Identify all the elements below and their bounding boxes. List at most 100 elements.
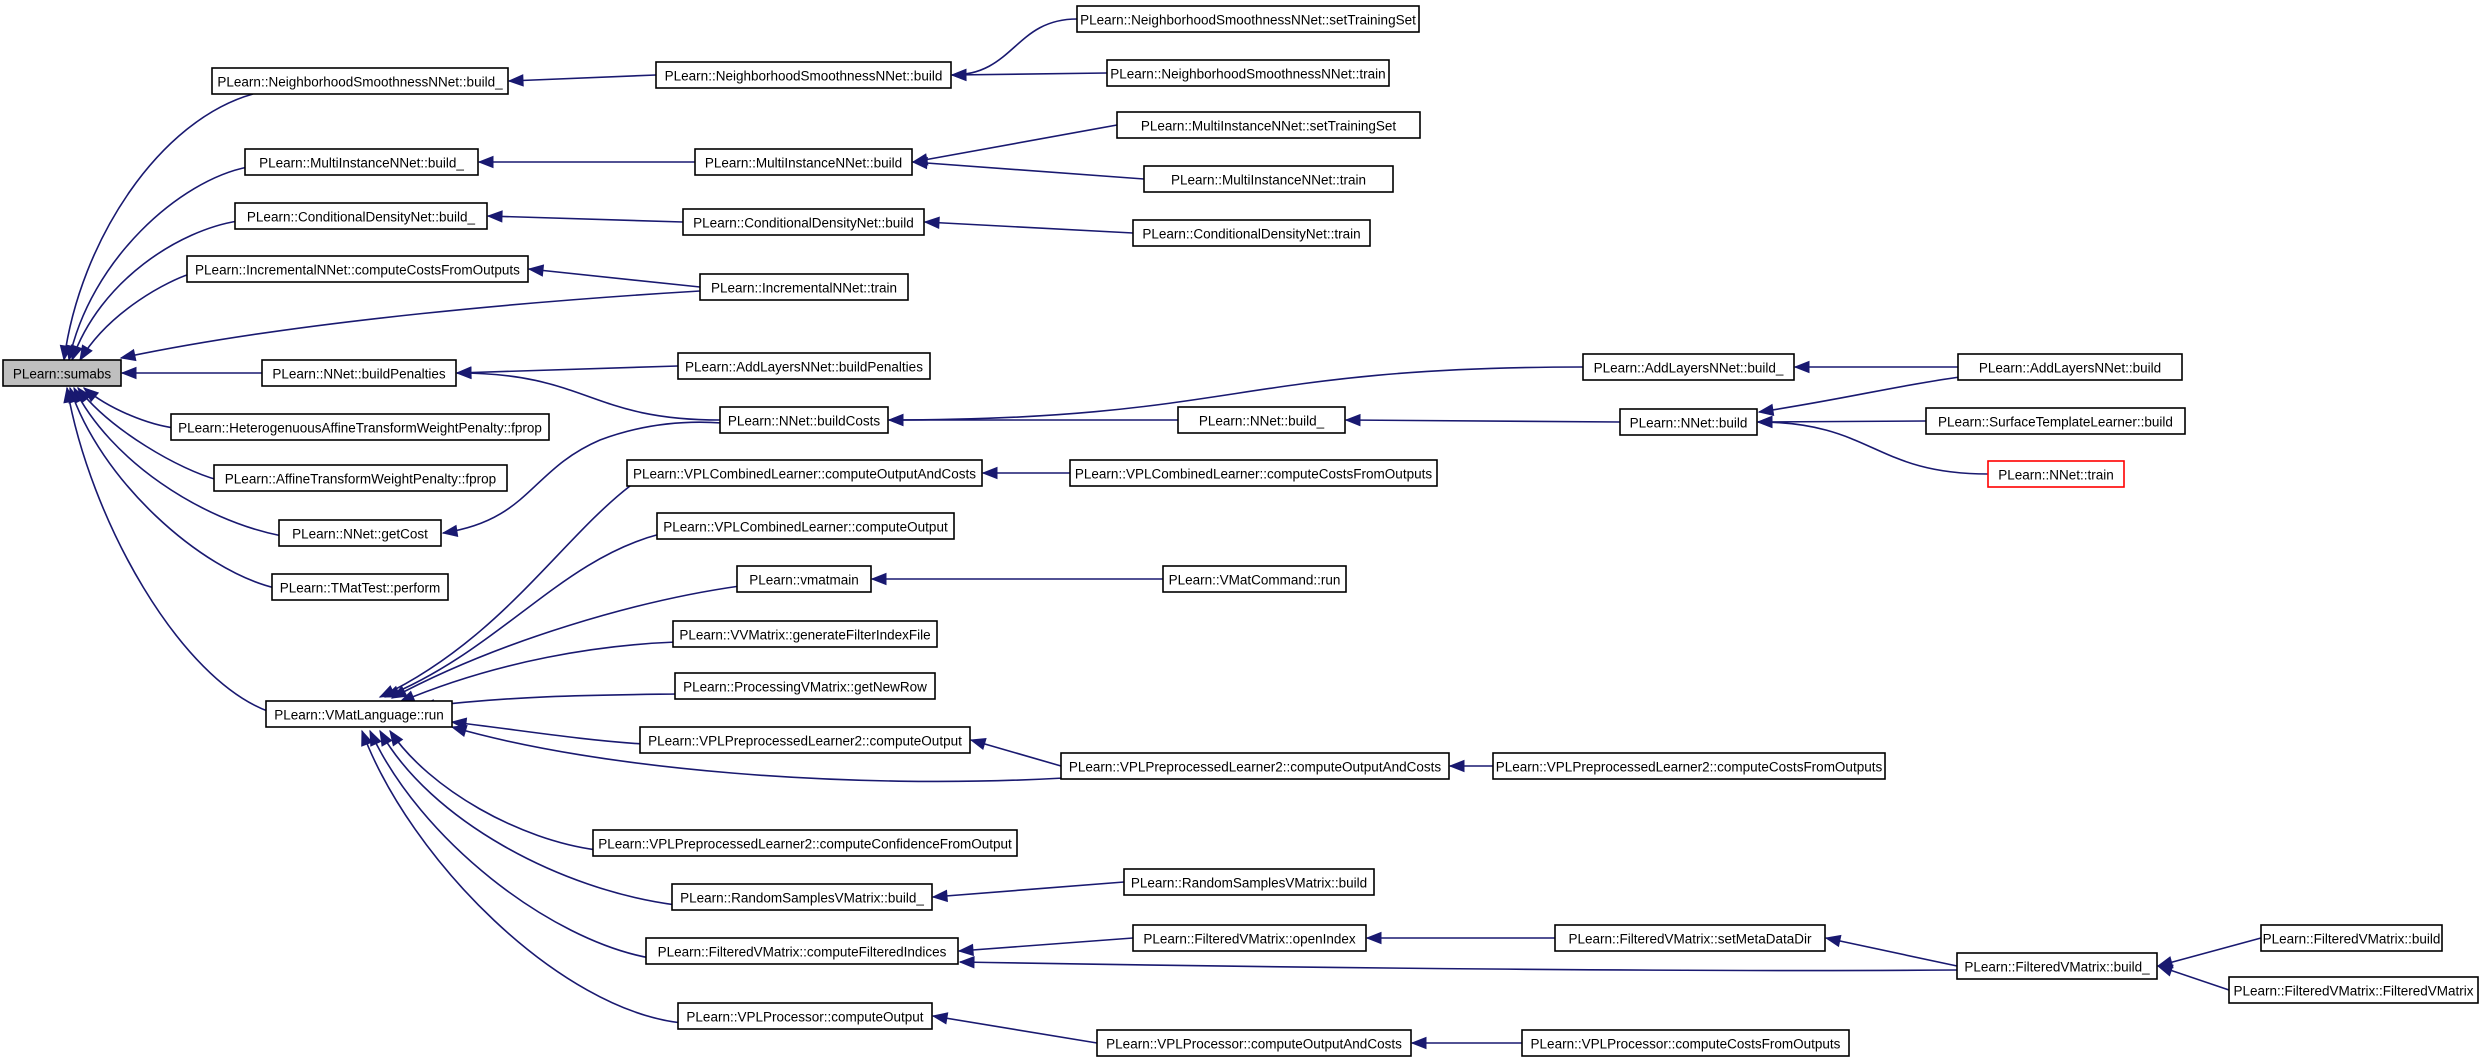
- node-vplc-ccfo[interactable]: PLearn::VPLCombinedLearner::computeCosts…: [1069, 459, 1438, 487]
- node-mi-setTrainingSet[interactable]: PLearn::MultiInstanceNNet::setTrainingSe…: [1116, 111, 1421, 139]
- node-vplproc-co[interactable]: PLearn::VPLProcessor::computeOutput: [677, 1002, 933, 1030]
- node-mi-build-[interactable]: PLearn::MultiInstanceNNet::build_: [244, 148, 479, 176]
- arrowhead-icon: [63, 386, 76, 404]
- node-label: PLearn::VPLPreprocessedLearner2::compute…: [1069, 760, 1441, 775]
- node-nsn-build-[interactable]: PLearn::NeighborhoodSmoothnessNNet::buil…: [211, 67, 509, 95]
- node-vml-run[interactable]: PLearn::VMatLanguage::run: [265, 700, 453, 728]
- edge-nsn_build-to-nsn_build_: [508, 74, 657, 82]
- arrowhead-icon: [957, 943, 974, 957]
- arrowhead-icon: [455, 366, 472, 380]
- node-rs-build[interactable]: PLearn::RandomSamplesVMatrix::build: [1123, 868, 1375, 896]
- node-box: [592, 829, 1018, 857]
- node-cd-train[interactable]: PLearn::ConditionalDensityNet::train: [1132, 219, 1371, 247]
- edge-tmat_perform-to-sumabs: [69, 387, 276, 589]
- node-label: PLearn::MultiInstanceNNet::train: [1171, 173, 1366, 188]
- node-box: [211, 67, 509, 95]
- node-label: PLearn::HeterogenuousAffineTransformWeig…: [178, 421, 542, 436]
- nodes-layer: PLearn::sumabs PLearn::NeighborhoodSmooth…: [2, 5, 2479, 1057]
- node-stl-build[interactable]: PLearn::SurfaceTemplateLearner::build: [1925, 407, 2186, 435]
- edge-vmatmain-to-vml_run: [391, 585, 741, 699]
- node-fv-openIndex[interactable]: PLearn::FilteredVMatrix::openIndex: [1132, 924, 1367, 952]
- node-tmat-perform[interactable]: PLearn::TMatTest::perform: [271, 573, 449, 601]
- arrowhead-icon: [507, 74, 524, 87]
- node-proc-gnr[interactable]: PLearn::ProcessingVMatrix::getNewRow: [674, 672, 936, 700]
- node-nsn-train[interactable]: PLearn::NeighborhoodSmoothnessNNet::trai…: [1106, 59, 1390, 87]
- node-mi-build[interactable]: PLearn::MultiInstanceNNet::build: [694, 148, 913, 176]
- arrowhead-icon: [390, 685, 408, 699]
- node-vplp2-ccffo[interactable]: PLearn::VPLPreprocessedLearner2::compute…: [592, 829, 1018, 857]
- arrowhead-icon: [931, 1012, 949, 1025]
- node-al-build[interactable]: PLearn::AddLayersNNet::build: [1957, 353, 2183, 381]
- node-nnet-build-[interactable]: PLearn::NNet::build_: [1177, 406, 1346, 434]
- node-label: PLearn::FilteredVMatrix::build_: [1964, 960, 2150, 975]
- node-label: PLearn::sumabs: [13, 367, 112, 382]
- node-label: PLearn::TMatTest::perform: [280, 581, 441, 596]
- node-label: PLearn::NNet::buildPenalties: [272, 367, 446, 382]
- node-at-fprop[interactable]: PLearn::AffineTransformWeightPenalty::fp…: [213, 464, 508, 492]
- node-vmatmain[interactable]: PLearn::vmatmain: [736, 565, 872, 593]
- edge-vml_run-to-sumabs: [66, 387, 271, 713]
- node-inc-train[interactable]: PLearn::IncrementalNNet::train: [699, 273, 909, 301]
- node-hat-fprop[interactable]: PLearn::HeterogenuousAffineTransformWeig…: [170, 413, 550, 441]
- edge-vplproc_coac-to-vplproc_co: [932, 1015, 1098, 1044]
- node-nnet-getCost[interactable]: PLearn::NNet::getCost: [278, 519, 442, 547]
- node-vplproc-ccfo[interactable]: PLearn::VPLProcessor::computeCostsFromOu…: [1521, 1029, 1850, 1057]
- node-box: [1582, 353, 1795, 381]
- node-inc-ccfo[interactable]: PLearn::IncrementalNNet::computeCostsFro…: [186, 255, 529, 283]
- node-vv-gfif[interactable]: PLearn::VVMatrix::generateFilterIndexFil…: [672, 620, 938, 648]
- node-label: PLearn::ConditionalDensityNet::build: [693, 216, 914, 231]
- node-sumabs[interactable]: PLearn::sumabs: [2, 359, 122, 387]
- edge-nsn_train-to-nsn_build: [951, 72, 1108, 76]
- node-vplp2-coac[interactable]: PLearn::VPLPreprocessedLearner2::compute…: [1060, 752, 1450, 780]
- node-label: PLearn::VPLPreprocessedLearner2::compute…: [1496, 760, 1883, 775]
- node-vmatcmd-run[interactable]: PLearn::VMatCommand::run: [1162, 565, 1347, 593]
- node-fv-ctor[interactable]: PLearn::FilteredVMatrix::FilteredVMatrix: [2228, 976, 2479, 1004]
- node-box: [244, 148, 479, 176]
- node-mi-train[interactable]: PLearn::MultiInstanceNNet::train: [1143, 165, 1394, 193]
- node-fv-build[interactable]: PLearn::FilteredVMatrix::build: [2260, 924, 2443, 952]
- node-label: PLearn::NNet::train: [1998, 468, 2114, 483]
- node-nnet-buildCosts[interactable]: PLearn::NNet::buildCosts: [719, 406, 889, 434]
- node-box: [674, 672, 936, 700]
- node-vplp2-co[interactable]: PLearn::VPLPreprocessedLearner2::compute…: [639, 726, 971, 754]
- node-vplc-co[interactable]: PLearn::VPLCombinedLearner::computeOutpu…: [656, 512, 955, 540]
- node-nsn-build[interactable]: PLearn::NeighborhoodSmoothnessNNet::buil…: [655, 61, 952, 89]
- node-box: [186, 255, 529, 283]
- node-box: [1177, 406, 1346, 434]
- edge-fv_openIndex-to-fv_cfi: [958, 937, 1134, 952]
- node-nnet-buildPenalties[interactable]: PLearn::NNet::buildPenalties: [261, 359, 457, 387]
- edge-cd_build-to-cd_build_: [487, 215, 684, 223]
- node-label: PLearn::SurfaceTemplateLearner::build: [1938, 415, 2173, 430]
- edge-nnet_getCost-to-sumabs: [73, 387, 283, 537]
- node-label: PLearn::VPLPreprocessedLearner2::compute…: [648, 734, 962, 749]
- arrowhead-icon: [887, 413, 904, 427]
- node-box: [1096, 1029, 1412, 1057]
- node-vplproc-coac[interactable]: PLearn::VPLProcessor::computeOutputAndCo…: [1096, 1029, 1412, 1057]
- arrowhead-icon: [950, 68, 967, 82]
- node-vplc-coac[interactable]: PLearn::VPLCombinedLearner::computeOutpu…: [626, 459, 983, 487]
- node-label: PLearn::VPLProcessor::computeOutputAndCo…: [1106, 1037, 1402, 1052]
- node-al-build-[interactable]: PLearn::AddLayersNNet::build_: [1582, 353, 1795, 381]
- node-rs-build-[interactable]: PLearn::RandomSamplesVMatrix::build_: [671, 883, 933, 911]
- node-vplp2-ccfo[interactable]: PLearn::VPLPreprocessedLearner2::compute…: [1492, 752, 1886, 780]
- arrowhead-icon: [931, 889, 948, 903]
- edge-vplp2_coac-to-vml_run: [451, 726, 1065, 783]
- node-cd-build-[interactable]: PLearn::ConditionalDensityNet::build_: [234, 202, 488, 230]
- node-nnet-train[interactable]: PLearn::NNet::train: [1987, 460, 2125, 488]
- node-fv-cfi[interactable]: PLearn::FilteredVMatrix::computeFiltered…: [645, 937, 959, 965]
- edge-at_fprop-to-sumabs: [77, 387, 219, 481]
- node-cd-build[interactable]: PLearn::ConditionalDensityNet::build: [682, 208, 925, 236]
- node-fv-smdd[interactable]: PLearn::FilteredVMatrix::setMetaDataDir: [1554, 924, 1826, 952]
- node-box: [1619, 408, 1758, 436]
- node-label: PLearn::NNet::getCost: [292, 527, 428, 542]
- node-box: [1957, 353, 2183, 381]
- node-box: [655, 61, 952, 89]
- node-al-buildPenalties[interactable]: PLearn::AddLayersNNet::buildPenalties: [677, 352, 931, 380]
- node-box: [1521, 1029, 1850, 1057]
- node-nnet-build[interactable]: PLearn::NNet::build: [1619, 408, 1758, 436]
- node-box: [2, 359, 122, 387]
- node-nsn-setTrainingSet[interactable]: PLearn::NeighborhoodSmoothnessNNet::setT…: [1076, 5, 1420, 33]
- edge-rs_build_-to-vml_run: [379, 730, 677, 906]
- node-fv-build-[interactable]: PLearn::FilteredVMatrix::build_: [1956, 952, 2158, 980]
